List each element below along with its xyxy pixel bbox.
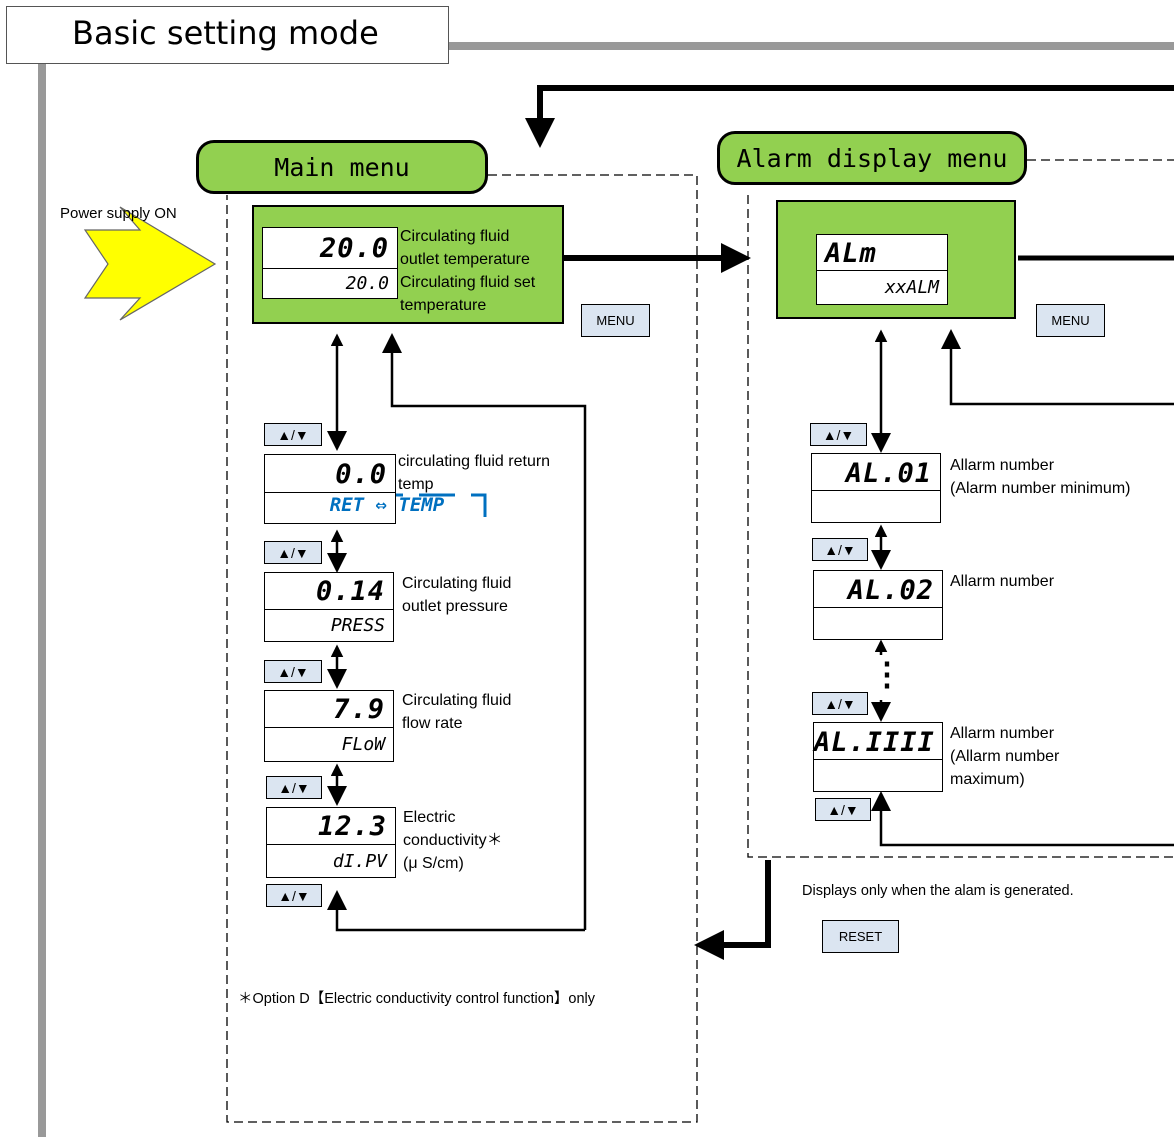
ret-temp-text: RET ⇔ TEMP <box>329 494 445 516</box>
alarm-max-value: AL.IIII <box>814 723 942 760</box>
flow-label: Circulating fluid flow rate <box>402 692 512 732</box>
alarm-menu-title-text: Alarm display menu <box>736 143 1008 173</box>
return-temp-value: 0.0 <box>265 455 395 493</box>
pressure-value: 0.14 <box>265 573 393 610</box>
pressure-label: Circulating fluid outlet pressure <box>402 575 512 615</box>
conductivity-label: Electric conductivity＊ (μ S/cm) <box>403 809 503 872</box>
updown-button[interactable]: ▲/▼ <box>266 884 322 907</box>
alarm-02-value: AL.02 <box>814 571 942 608</box>
conductivity-display: 12.3 dI.PV <box>266 807 396 878</box>
updown-button[interactable]: ▲/▼ <box>815 798 871 821</box>
page-title: Basic setting mode <box>72 14 379 52</box>
updown-button[interactable]: ▲/▼ <box>812 692 868 715</box>
main-menu-frame <box>226 174 698 1123</box>
updown-button[interactable]: ▲/▼ <box>812 538 868 561</box>
main-menu-title-text: Main menu <box>274 152 410 182</box>
alarm-top-display: ALm xxALM <box>816 234 948 305</box>
updown-button[interactable]: ▲/▼ <box>266 776 322 799</box>
main-menu-title: Main menu <box>196 140 488 194</box>
return-temp-display: 0.0 <box>264 454 396 524</box>
alarm-01-label: Allarm number (Alarm number minimum) <box>950 457 1131 497</box>
power-label: Power supply ON <box>60 205 177 222</box>
updown-button[interactable]: ▲/▼ <box>264 541 322 564</box>
continuation-dots: ⋮ <box>871 656 903 692</box>
pressure-display: 0.14 PRESS <box>264 572 394 642</box>
flow-value: 7.9 <box>265 691 393 728</box>
alarm-top-sub: xxALM <box>884 277 939 298</box>
flow-sub: FLoW <box>341 734 385 755</box>
alarm-max-label: Allarm number (Allarm number maximum) <box>950 725 1060 788</box>
conductivity-value: 12.3 <box>267 808 395 845</box>
alarm-menu-frame <box>747 159 1174 858</box>
reset-button[interactable]: RESET <box>822 920 899 953</box>
top-gray-line <box>449 42 1174 50</box>
main-top-label: Circulating fluid outlet temperature Cir… <box>400 228 536 314</box>
left-gray-line <box>38 64 46 1137</box>
alarm-01-value: AL.01 <box>812 454 940 491</box>
main-top-value: 20.0 <box>263 229 397 269</box>
conductivity-sub: dI.PV <box>332 851 387 872</box>
main-menu-button[interactable]: MENU <box>581 304 650 337</box>
flow-display: 7.9 FLoW <box>264 690 394 762</box>
return-temp-label: circulating fluid return temp <box>398 453 551 493</box>
alarm-01-display: AL.01 <box>811 453 941 523</box>
updown-button[interactable]: ▲/▼ <box>264 660 322 683</box>
main-top-display: 20.0 20.0 <box>262 227 398 299</box>
alarm-menu-button[interactable]: MENU <box>1036 304 1105 337</box>
updown-button[interactable]: ▲/▼ <box>264 423 322 446</box>
alarm-top-value: ALm <box>817 235 947 271</box>
title-box <box>6 6 449 64</box>
alarm-02-display: AL.02 <box>813 570 943 640</box>
alarm-max-display: AL.IIII <box>813 722 943 792</box>
main-top-sub: 20.0 <box>345 273 389 294</box>
alarm-note: Displays only when the alam is generated… <box>802 883 1074 899</box>
pressure-sub: PRESS <box>330 615 385 636</box>
updown-button[interactable]: ▲/▼ <box>810 423 867 446</box>
alarm-menu-title: Alarm display menu <box>717 131 1027 185</box>
footnote: ＊Option D【Electric conductivity control … <box>238 991 596 1007</box>
alarm-02-label: Allarm number <box>950 573 1055 590</box>
power-arrow-icon <box>83 206 217 321</box>
